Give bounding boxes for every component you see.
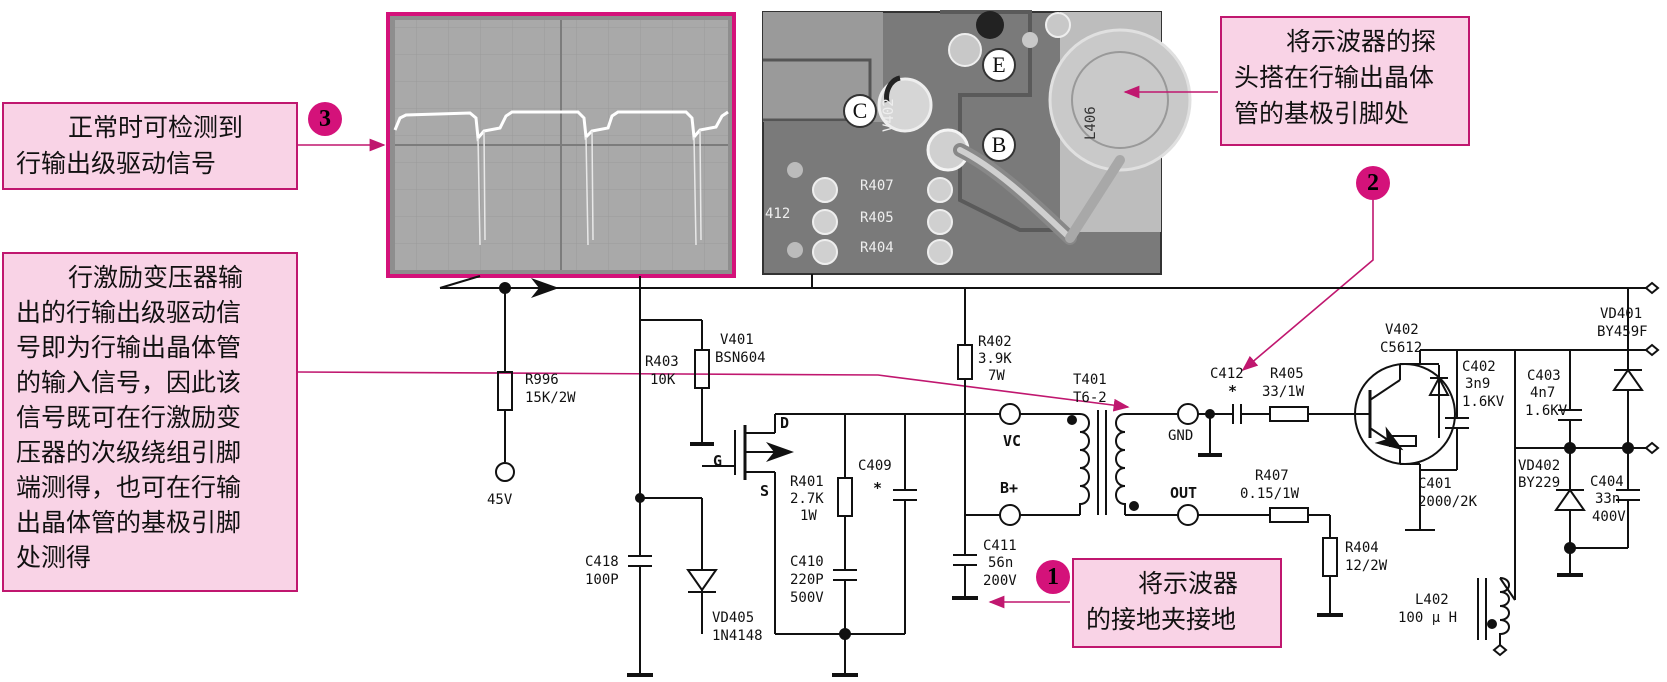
label-r402-value: 3.9K <box>978 351 1012 367</box>
label-t401-type: T6-2 <box>1073 390 1107 406</box>
label-c404-value: 33n <box>1595 491 1620 507</box>
pointer-lines <box>297 85 1374 609</box>
label-drain: D <box>780 414 789 432</box>
label-l402: L402 <box>1415 592 1449 608</box>
label-r401: R401 <box>790 474 824 490</box>
label-r402: R402 <box>978 334 1012 350</box>
callout-normal-detect: 正常时可检测到 行输出级驱动信号 <box>2 102 298 190</box>
label-c411-value: 56n <box>988 555 1013 571</box>
pin-b-marker: B <box>982 128 1016 162</box>
label-r403-value: 10K <box>650 372 676 388</box>
label-vd401: VD401 <box>1600 306 1642 322</box>
label-out: OUT <box>1170 484 1197 502</box>
label-r405: R405 <box>1270 366 1304 382</box>
photo-label-v402: V402 <box>881 98 897 132</box>
step-badge-2: 2 <box>1356 166 1390 200</box>
label-v402-type: C5612 <box>1380 340 1422 356</box>
label-vd405: VD405 <box>712 610 754 626</box>
label-gate: G <box>713 452 722 470</box>
step-badge-3: 3 <box>308 102 342 136</box>
pin-e-marker: E <box>982 48 1016 82</box>
callout-probe-base: 将示波器的探 头搭在行输出晶体 管的基极引脚处 <box>1220 16 1470 146</box>
label-vc: VC <box>1003 432 1021 450</box>
label-c404-voltage: 400V <box>1592 509 1626 525</box>
label-gnd: GND <box>1168 428 1193 444</box>
oscilloscope-screen <box>386 12 736 278</box>
label-r405-value: 33/1W <box>1262 384 1305 400</box>
label-c410: C410 <box>790 554 824 570</box>
callout-ground-clip: 将示波器 的接地夹接地 <box>1072 558 1282 648</box>
label-c402-value: 3n9 <box>1465 376 1490 392</box>
photo-label-r404: R404 <box>860 240 894 256</box>
label-c403-voltage: 1.6KV <box>1525 403 1568 419</box>
label-vd402-type: BY229 <box>1518 475 1560 491</box>
label-c412: C412 <box>1210 366 1244 382</box>
label-bplus: B+ <box>1000 479 1018 497</box>
label-r402-power: 7W <box>988 368 1005 384</box>
step-badge-1: 1 <box>1036 560 1070 594</box>
photo-label-412: 412 <box>765 206 790 222</box>
label-c401-value: 2000/2K <box>1418 494 1478 510</box>
schematic-wiring <box>439 274 1660 677</box>
label-r401-value: 2.7K <box>790 491 824 507</box>
label-c418-value: 100P <box>585 572 619 588</box>
label-r403: R403 <box>645 354 679 370</box>
label-v401: V401 <box>720 332 754 348</box>
label-vd402: VD402 <box>1518 458 1560 474</box>
label-c402: C402 <box>1462 359 1496 375</box>
label-r404-value: 12/2W <box>1345 558 1388 574</box>
label-45v: 45V <box>487 492 513 508</box>
label-r404: R404 <box>1345 540 1379 556</box>
label-c410-voltage: 500V <box>790 590 824 606</box>
label-c411: C411 <box>983 538 1017 554</box>
label-c403-value: 4n7 <box>1530 385 1555 401</box>
label-t401: T401 <box>1073 372 1107 388</box>
label-c409: C409 <box>858 458 892 474</box>
label-r407: R407 <box>1255 468 1289 484</box>
label-r996: R996 <box>525 372 559 388</box>
label-c412-star: * <box>1228 382 1237 400</box>
label-c418: C418 <box>585 554 619 570</box>
waveform-trace <box>393 110 729 142</box>
label-r996-value: 15K/2W <box>525 390 576 406</box>
label-l402-value: 100 μ H <box>1398 610 1457 626</box>
label-c410-value: 220P <box>790 572 824 588</box>
label-vd405-type: 1N4148 <box>712 628 763 644</box>
pin-c-marker: C <box>843 94 877 128</box>
photo-label-r405: R405 <box>860 210 894 226</box>
schematic-labels: R996 15K/2W 45V R403 10K V401 BSN604 G D… <box>487 306 1648 644</box>
photo-label-l406: L406 <box>1083 106 1099 140</box>
photo-label-r407: R407 <box>860 178 894 194</box>
pcb-photo: R407 R405 R404 412 V402 L406 <box>762 10 1192 275</box>
callout-description: 行激励变压器输 出的行输出级驱动信 号即为行输出晶体管 的输入信号，因此该 信号… <box>2 252 298 592</box>
label-v401-type: BSN604 <box>715 350 766 366</box>
label-c403: C403 <box>1527 368 1561 384</box>
label-c409-star: * <box>873 479 882 497</box>
label-v402: V402 <box>1385 322 1419 338</box>
label-r407-value: 0.15/1W <box>1240 486 1300 502</box>
label-c401: C401 <box>1418 476 1452 492</box>
label-vd401-type: BY459F <box>1597 324 1648 340</box>
label-c411-voltage: 200V <box>983 573 1017 589</box>
label-c402-voltage: 1.6KV <box>1462 394 1505 410</box>
label-source: S <box>760 482 769 500</box>
label-r401-power: 1W <box>800 508 817 524</box>
label-c404: C404 <box>1590 474 1624 490</box>
